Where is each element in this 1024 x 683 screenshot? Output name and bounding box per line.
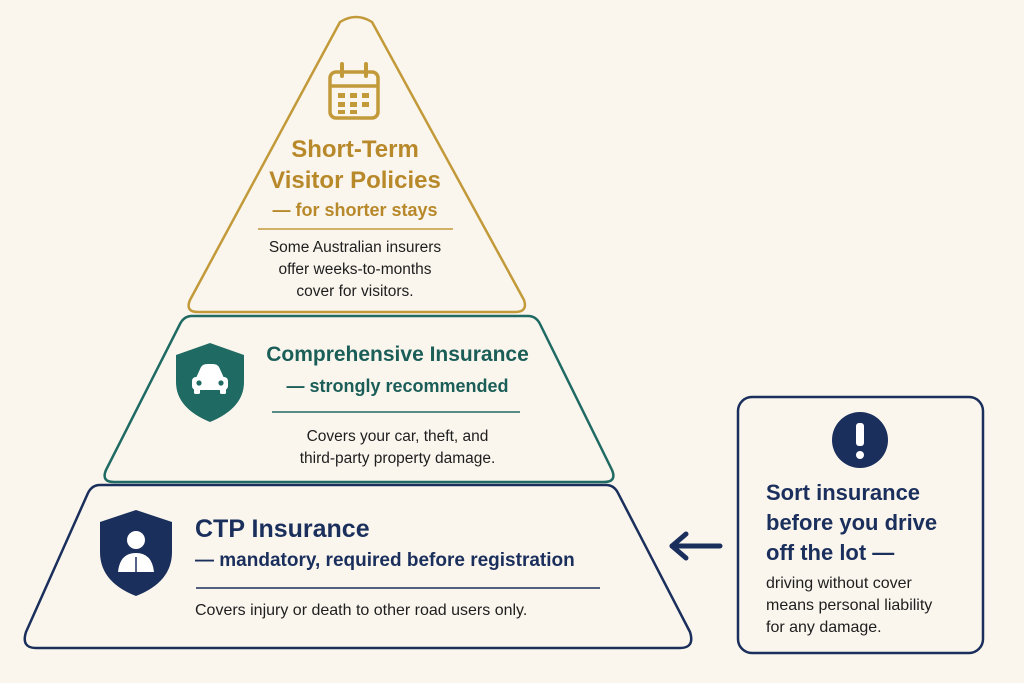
middle-tier-desc-line2: third-party property damage.: [299, 450, 496, 467]
top-tier-title-line2: Visitor Policies: [269, 167, 441, 194]
callout-title-line2: before you drive: [766, 510, 938, 535]
middle-tier-title: Comprehensive Insurance: [266, 343, 529, 366]
top-tier-desc-line1: Some Australian insurers: [268, 239, 442, 256]
calendar-icon: [328, 62, 380, 120]
callout-title-line1: Sort insurance: [766, 480, 921, 505]
middle-tier-desc-line1: Covers your car, theft, and: [306, 428, 489, 445]
callout-body-line2: means personal liability: [766, 597, 933, 614]
middle-tier-subtitle: — strongly recommended: [286, 376, 509, 396]
bottom-tier-subtitle: — mandatory, required before registratio…: [195, 550, 575, 571]
bottom-tier-shape: [23, 483, 693, 650]
arrow-left-icon: [669, 531, 723, 561]
bottom-tier-title: CTP Insurance: [195, 515, 370, 543]
top-tier-subtitle: — for shorter stays: [272, 200, 438, 220]
top-tier-desc-line3: cover for visitors.: [296, 283, 414, 300]
exclamation-icon: [832, 412, 888, 468]
top-tier-title-line1: Short-Term: [291, 136, 419, 163]
bottom-tier-desc: Covers injury or death to other road use…: [195, 602, 528, 619]
callout-box: [736, 395, 985, 655]
callout-title-line3: off the lot —: [766, 540, 895, 565]
person-shield-icon: [100, 510, 172, 596]
top-tier-desc-line2: offer weeks-to-months: [278, 261, 432, 278]
callout-body-line1: driving without cover: [766, 575, 912, 592]
top-tier-shape: [187, 15, 527, 314]
callout-body-line3: for any damage.: [766, 619, 882, 636]
car-shield-icon: [176, 343, 244, 422]
